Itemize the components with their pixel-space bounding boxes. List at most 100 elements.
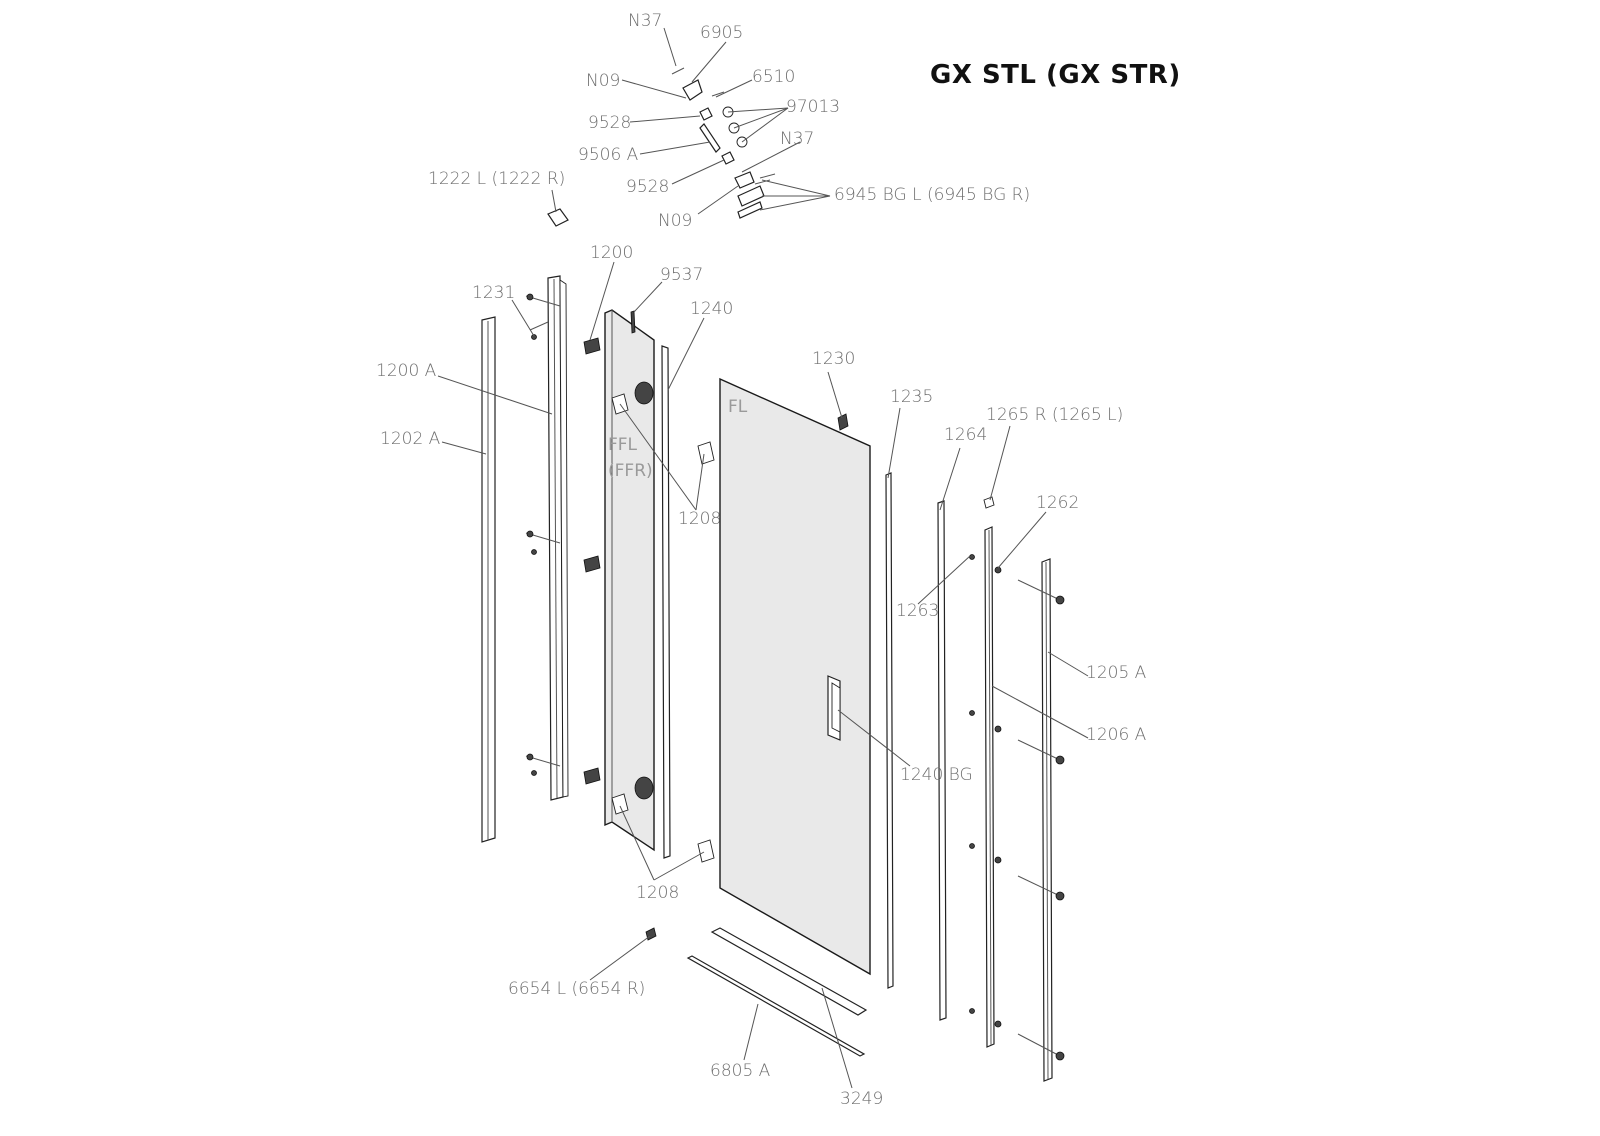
diagram-title: GX STL (GX STR): [930, 60, 1181, 90]
wall-fixings-left: [525, 293, 561, 776]
label-1262: 1262: [1036, 493, 1079, 513]
label-1263: 1263: [896, 601, 939, 621]
label-1235: 1235: [890, 387, 933, 407]
leader-1208-bottom-a: [619, 805, 655, 881]
block-1208-d: [697, 839, 715, 863]
plug-r4: [1055, 1051, 1065, 1061]
leader-6945-a: [761, 179, 831, 197]
part-1230: [837, 413, 849, 431]
leader-1264: [939, 447, 961, 511]
label-9528-top: 9528: [588, 113, 631, 133]
bracket-mid: [583, 555, 601, 573]
plug-l1: [526, 293, 534, 301]
label-1222: 1222 L (1222 R): [428, 169, 565, 189]
seal-3249: [710, 927, 868, 1016]
leader-1230: [827, 371, 843, 419]
leader-97013-b: [733, 107, 789, 129]
leader-6510: [715, 79, 753, 98]
leader-1235: [887, 407, 901, 479]
leader-97013-a: [727, 107, 789, 113]
leader-9506a: [639, 141, 711, 155]
seal-1235: [885, 472, 894, 989]
leader-n09-top: [621, 79, 687, 99]
hinge-upper-fixed: [634, 381, 654, 405]
plug-r2c: [994, 856, 1002, 864]
plug-r2: [1055, 755, 1065, 765]
bracket-top: [583, 337, 601, 355]
leader-1240: [667, 317, 705, 391]
hinge-tube: [699, 123, 721, 153]
screw-r3: [1017, 875, 1061, 897]
seal-1264: [937, 500, 947, 1021]
screw-r1: [1017, 579, 1061, 601]
label-n09-top: N09: [586, 71, 620, 91]
part-labels: N37 6905 N09 6510 97013 9528 N37 9506 A …: [376, 11, 1147, 1109]
plug-r2b: [969, 843, 975, 849]
label-n37-mid: N37: [780, 129, 814, 149]
label-1265: 1265 R (1265 L): [986, 405, 1123, 425]
wall-fixings-right: [969, 554, 1065, 1061]
hinge-lower-fixed: [634, 776, 654, 800]
leader-6905: [691, 41, 727, 83]
label-6654: 6654 L (6654 R): [508, 979, 645, 999]
bracket-bottom: [583, 767, 601, 785]
leader-1231: [511, 299, 535, 337]
hinge-pin-lower: [721, 151, 735, 165]
screw-r2: [1017, 739, 1061, 761]
leader-9537: [633, 281, 663, 313]
label-n09-bottom: N09: [658, 211, 692, 231]
label-1208-bottom: 1208: [636, 883, 679, 903]
label-1200: 1200: [590, 243, 633, 263]
label-1264: 1264: [944, 425, 987, 445]
hinge-cover-b: [737, 201, 763, 219]
plug-r3: [1055, 891, 1065, 901]
leader-1208-top-b: [695, 453, 705, 511]
hinge-assembly: [671, 67, 776, 219]
leader-6654: [589, 935, 651, 981]
seal-9537: [630, 310, 636, 334]
screw-6510: [711, 91, 725, 97]
label-ffr: (FFR): [608, 461, 653, 481]
label-1206a: 1206 A: [1086, 725, 1147, 745]
label-9537: 9537: [660, 265, 703, 285]
label-1230: 1230: [812, 349, 855, 369]
leader-6945-c: [759, 195, 831, 211]
leader-n09-bottom: [697, 185, 739, 215]
block-1208-b: [697, 441, 715, 465]
leader-6805a: [743, 1003, 759, 1061]
label-9506a: 9506 A: [578, 145, 639, 165]
label-6945: 6945 BG L (6945 BG R): [834, 185, 1030, 205]
leader-1202a: [441, 441, 487, 455]
plug-r0: [969, 554, 975, 560]
plug-r1: [1055, 595, 1065, 605]
label-1208-top: 1208: [678, 509, 721, 529]
leader-lines: [437, 27, 1089, 1089]
label-fl: FL: [728, 397, 748, 417]
label-3249: 3249: [840, 1089, 883, 1109]
label-97013: 97013: [786, 97, 840, 117]
leader-1222: [551, 189, 557, 213]
leader-1263: [917, 555, 971, 605]
plug-r1b: [969, 710, 975, 716]
leader-1200: [589, 261, 615, 341]
leader-1208-top-a: [619, 403, 697, 511]
block-1208-c: [611, 793, 629, 815]
screw-6945-b: [759, 173, 776, 179]
leader-1262: [997, 511, 1047, 569]
label-1200a: 1200 A: [376, 361, 437, 381]
door-handle-inner: [831, 682, 841, 733]
profile-1240: [661, 345, 671, 859]
label-6805a: 6805 A: [710, 1061, 771, 1081]
leader-3249: [821, 987, 853, 1089]
label-1240bg: 1240 BG: [900, 765, 973, 785]
leader-n37-top: [663, 27, 677, 67]
seal-6805a: [686, 955, 866, 1057]
screw-top: [671, 67, 685, 75]
plug-l2b: [531, 549, 537, 555]
plug-r3b: [969, 1008, 975, 1014]
label-n37-top: N37: [628, 11, 662, 31]
label-9528-bottom: 9528: [626, 177, 669, 197]
leader-1206a: [991, 685, 1089, 739]
